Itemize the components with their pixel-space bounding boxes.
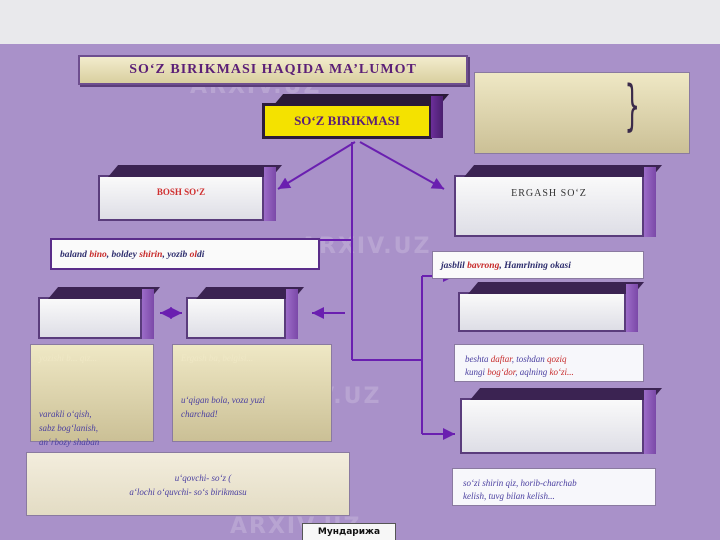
example-text: sabz bog‘lanish,: [39, 423, 99, 433]
example-text: u‘qigan bola, voza yuzi: [181, 395, 265, 405]
slide: ARXIV.UZ ARXIV.UZ ARXIV.UZ ARXIV.UZ SO‘Z…: [0, 44, 720, 540]
watermark: ARXIV.UZ: [300, 234, 432, 259]
page-title: SO‘Z BIRIKMASI HAQIDA MA’LUMOT: [78, 55, 468, 85]
contents-button[interactable]: Мундарижа: [302, 523, 396, 540]
head-word-box: BOSH SO‘Z: [98, 165, 283, 221]
bottom-panel: u‘qovchi- so‘z ( a‘lochi o‘quvchi- so‘s …: [26, 452, 350, 516]
example-text: an‘rbozy shaban: [39, 437, 100, 447]
bottom-text: u‘qovchi- so‘z (: [174, 473, 232, 483]
bottom-text: a‘lochi o‘quvchi- so‘s birikmasu: [129, 487, 247, 497]
type-box-right-top: [458, 282, 645, 332]
example-panel-left: yozishi b... qiz... varakli o‘qish, sabz…: [30, 344, 154, 447]
type-box-left: [38, 287, 161, 339]
brace-icon: }: [624, 74, 640, 137]
right-example-bottom: so‘zi shirin qiz, horib-charchab kelish,…: [452, 468, 656, 506]
example-panel-middle: Ergash ba, belgisi... u‘qigan bola, voza…: [172, 344, 332, 442]
dependent-word-label: ERGASH SO‘Z: [511, 188, 587, 199]
main-concept-label: SO‘Z BIRIKMASI: [294, 113, 400, 128]
example-text: charchad!: [181, 409, 218, 419]
type-box-middle: [186, 287, 305, 339]
dependent-word-box: ERGASH SO‘Z: [454, 165, 663, 237]
dependent-word-examples: jasblil bavrong, Hamrlning okasi: [432, 251, 644, 279]
type-box-right-bottom: [460, 388, 663, 454]
top-bar: [0, 0, 720, 44]
head-word-label: BOSH SO‘Z: [156, 187, 206, 197]
example-text: varakli o‘qish,: [39, 409, 92, 419]
note-box: }: [474, 72, 690, 154]
main-concept-box: SO‘Z BIRIKMASI: [262, 94, 450, 139]
head-word-examples: baland bino, boldey shirin, yozib oldi: [50, 238, 320, 270]
right-example-top: beshta daftar, toshdan qoziq kungi bog‘d…: [454, 344, 644, 382]
